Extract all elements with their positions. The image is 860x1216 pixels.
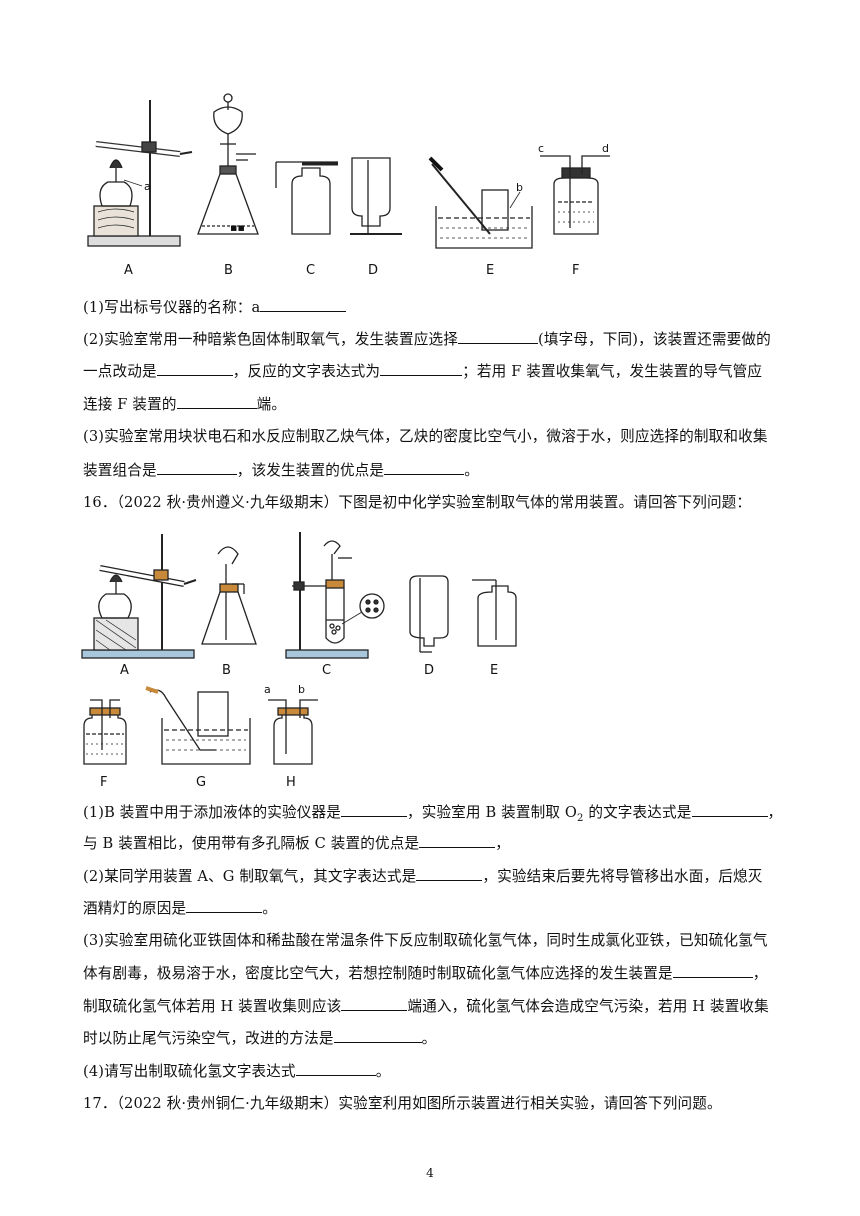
q16-part3-line3: 制取硫化氢气体若用 H 装置收集则应该端通入，硫化氢气体会造成空气污染，若用 H… [83, 996, 769, 1015]
apparatus-f [83, 699, 127, 765]
answer-blank[interactable] [156, 460, 237, 475]
callout-b: b [516, 181, 523, 194]
label-d: D [424, 663, 434, 678]
label-a: A [120, 663, 129, 678]
q16-part3-line1: (3)实验室用硫化亚铁固体和稀盐酸在常温条件下反应制取硫化氢气体，同时生成氯化亚… [83, 932, 768, 949]
answer-blank[interactable] [260, 297, 347, 312]
apparatus-c [275, 161, 338, 235]
label-a: A [124, 263, 133, 278]
callout-b: b [298, 683, 305, 696]
answer-blank[interactable] [691, 802, 768, 817]
q15-part3-line1: (3)实验室常用块状电石和水反应制取乙炔气体，乙炔的密度比空气小，微溶于水，则应… [83, 428, 768, 445]
label-d: D [368, 263, 378, 278]
apparatus-c [285, 532, 385, 659]
answer-blank[interactable] [384, 460, 465, 475]
q16-part2-line2: 酒精灯的原因是。 [83, 898, 277, 917]
label-c: C [322, 663, 331, 678]
label-g: G [196, 775, 206, 788]
label-b: B [222, 663, 231, 678]
label-b: B [224, 263, 233, 278]
label-f: F [572, 263, 579, 278]
answer-blank[interactable] [186, 898, 263, 913]
answer-blank[interactable] [340, 802, 407, 817]
figure-apparatus-q15: a ▪▪ b [80, 88, 620, 283]
answer-blank[interactable] [380, 361, 463, 376]
callout-a: a [264, 683, 271, 696]
label-f: F [100, 775, 107, 788]
answer-blank[interactable] [416, 866, 483, 881]
q16-part4: (4)请写出制取硫化氢文字表达式。 [83, 1061, 391, 1080]
apparatus-d [350, 157, 402, 235]
answer-blank[interactable] [176, 394, 257, 409]
q16-part2-line1: (2)某同学用装置 A、G 制取氧气，其文字表达式是，实验结束后要先将导管移出水… [83, 866, 763, 885]
apparatus-h: a b [264, 683, 318, 765]
apparatus-a: a [87, 100, 193, 247]
q15-part2-line2: 一点改动是，反应的文字表达式为；若用 F 装置收集氧气，发生装置的导气管应 [83, 361, 763, 380]
callout-a: a [144, 180, 151, 193]
q16-part3-line4: 时以防止尾气污染空气，改进的方法是。 [83, 1028, 437, 1047]
figure-apparatus-q16: a b A B C D E F G H [80, 528, 540, 788]
apparatus-b [201, 546, 257, 645]
apparatus-b: ▪▪ [197, 93, 259, 235]
answer-blank[interactable] [341, 996, 408, 1011]
q16-header: 16．（2022 秋·贵州遵义·九年级期末）下图是初中化学实验室制取气体的常用装… [83, 494, 752, 511]
callout-c: c [538, 142, 544, 155]
answer-blank[interactable] [419, 833, 496, 848]
q16-part1-line1: (1)B 装置中用于添加液体的实验仪器是，实验室用 B 装置制取 O2 的文字表… [83, 802, 783, 824]
q15-part2-line3: 连接 F 装置的端。 [83, 394, 287, 413]
callout-d: d [602, 142, 609, 155]
apparatus-f: c d [538, 142, 610, 235]
label-c: C [306, 263, 315, 278]
answer-blank[interactable] [295, 1061, 376, 1076]
answer-blank[interactable] [672, 963, 753, 978]
apparatus-e [472, 579, 517, 647]
q15-part1: (1)写出标号仪器的名称：a [83, 297, 347, 318]
answer-blank[interactable] [156, 361, 233, 376]
q15-part2-line1: (2)实验室常用一种暗紫色固体制取氧气，发生装置应选择(填字母，下同)，该装置还… [83, 329, 771, 348]
answer-blank[interactable] [333, 1028, 422, 1043]
q16-part3-line2: 体有剧毒，极易溶于水，密度比空气大，若想控制随时制取硫化氢气体应选择的发生装置是… [83, 963, 768, 982]
q15-part3-line2: 装置组合是，该发生装置的优点是。 [83, 460, 479, 479]
svg-text:▪▪: ▪▪ [230, 221, 245, 234]
label-e: E [490, 663, 498, 678]
apparatus-a [81, 534, 197, 659]
q16-part1-line2: 与 B 装置相比，使用带有多孔隔板 C 装置的优点是， [83, 833, 510, 852]
apparatus-e: b [428, 156, 533, 249]
page-number: 4 [426, 1166, 434, 1180]
label-h: H [286, 775, 296, 788]
apparatus-g [145, 686, 251, 765]
answer-blank[interactable] [457, 329, 538, 344]
apparatus-d [409, 575, 449, 653]
label-e: E [486, 263, 494, 278]
q17-header: 17．（2022 秋·贵州铜仁·九年级期末）实验室利用如图所示装置进行相关实验，… [83, 1095, 722, 1112]
